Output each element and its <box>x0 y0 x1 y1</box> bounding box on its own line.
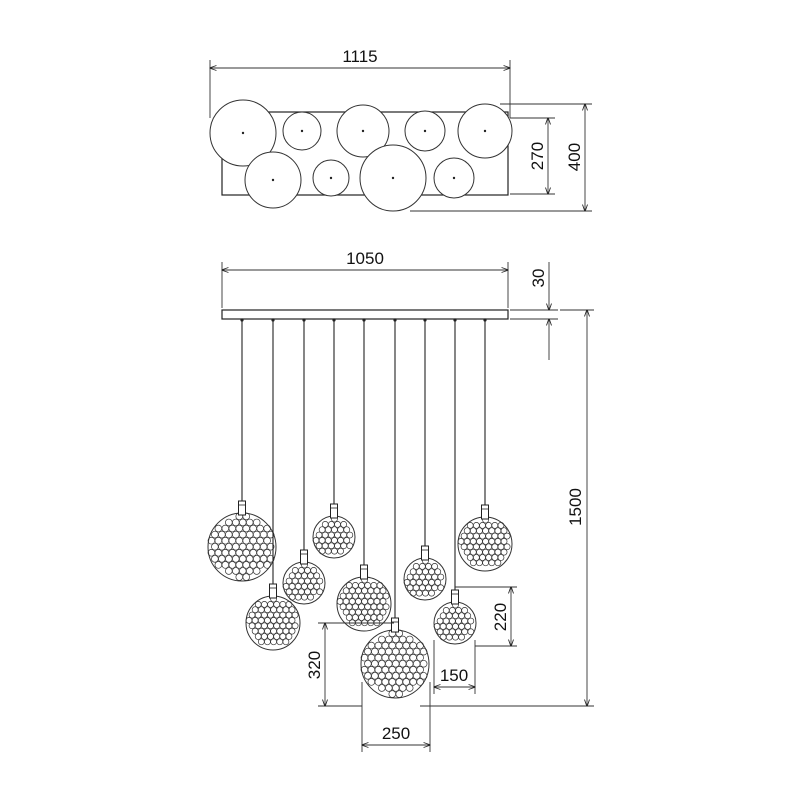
pendant <box>403 318 447 601</box>
top-view-shade <box>312 159 350 197</box>
pendant-holder <box>421 545 429 561</box>
pendant-holder <box>481 504 489 520</box>
large-shade-height-label: 320 <box>305 651 324 679</box>
pendant-holder <box>238 500 246 516</box>
pendant <box>207 318 277 582</box>
pendant-shade <box>403 557 447 601</box>
pendant-shade <box>312 515 356 559</box>
canopy-plate <box>221 309 509 320</box>
top-view-shade <box>457 103 513 159</box>
top-view-shade <box>433 157 475 199</box>
large-shade-width-label: 250 <box>382 724 410 743</box>
pendant-holder <box>360 564 368 580</box>
top-width-label: 1115 <box>342 47 377 66</box>
pendant <box>336 318 392 632</box>
pendant <box>457 318 513 572</box>
top-view: 1115 270 400 <box>210 47 592 211</box>
top-view-shade <box>209 99 277 167</box>
total-height-label: 1500 <box>566 488 585 526</box>
pendant-holder <box>269 583 277 599</box>
small-shade-width-label: 150 <box>440 666 468 685</box>
top-view-shade <box>282 111 322 151</box>
pendant <box>360 318 430 699</box>
pendant-holder <box>300 549 308 565</box>
small-shade-height-label: 220 <box>491 603 510 631</box>
pendant <box>433 318 477 645</box>
pendant-shade <box>433 601 477 645</box>
pendant <box>312 318 356 559</box>
pendant <box>282 318 326 605</box>
pendant <box>245 318 301 651</box>
pendant-holder <box>330 503 338 519</box>
top-view-shade <box>359 144 427 212</box>
pendant-shade <box>336 576 392 632</box>
top-view-shade <box>336 104 390 158</box>
front-view: 1050 30 1500 320 250 220 150 <box>207 249 594 752</box>
top-depth-outer-label: 400 <box>565 143 584 171</box>
canopy-width-label: 1050 <box>346 249 384 268</box>
pendant-shade <box>282 561 326 605</box>
top-view-shades <box>209 99 513 212</box>
pendant-shade <box>207 512 277 582</box>
pendant-shade <box>457 516 513 572</box>
top-view-shade <box>404 110 446 152</box>
pendant-shade <box>245 595 301 651</box>
pendant-holder <box>391 617 399 633</box>
top-depth-inner-label: 270 <box>528 142 547 170</box>
pendants <box>207 318 513 699</box>
pendant-shade <box>360 629 430 699</box>
canopy-height-label: 30 <box>529 269 548 288</box>
pendant-holder <box>451 589 459 605</box>
top-view-shade <box>244 151 302 209</box>
